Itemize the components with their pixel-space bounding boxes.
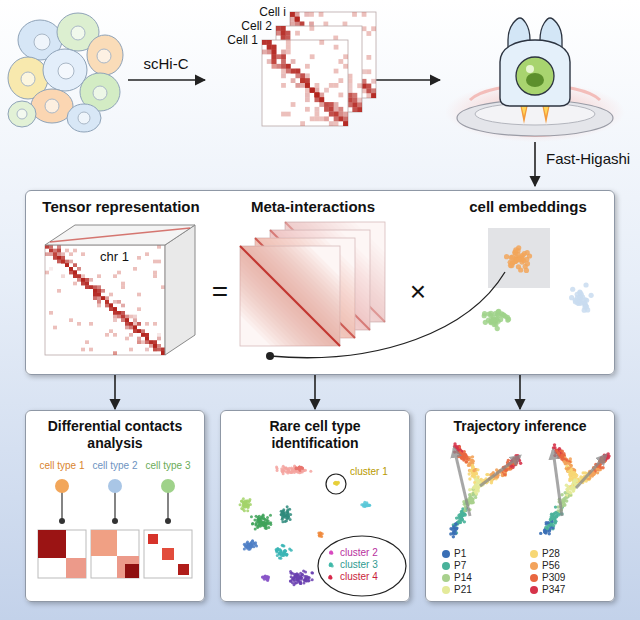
legend-text: P56	[542, 560, 560, 571]
box-title: Rare cell type identification	[221, 411, 409, 452]
legend-swatch	[530, 574, 538, 582]
annotation-label: cluster 3	[340, 559, 378, 571]
legend-swatch	[442, 574, 450, 582]
annotation-label: cluster 4	[340, 571, 378, 583]
panel-heading: Tensor representation	[42, 198, 199, 216]
legend-entry: P14	[442, 572, 472, 584]
legend-swatch	[442, 562, 450, 570]
model-panel: Tensor representation Meta-interactions ce…	[25, 190, 615, 375]
legend-text: P347	[542, 584, 565, 595]
flow-arrow	[114, 375, 116, 409]
panel-heading: Meta-interactions	[251, 198, 375, 216]
box-title: Trajectory inference	[426, 411, 614, 435]
legend-entry: P28	[530, 548, 560, 560]
annotation-label: cell type 3	[145, 460, 190, 472]
legend-text: P14	[454, 572, 472, 583]
math-symbol: chr 1	[98, 250, 131, 265]
legend-swatch	[530, 562, 538, 570]
flow-label: scHi-C	[144, 55, 189, 72]
application-box: Trajectory inference	[425, 410, 615, 602]
flow-label: Fast-Higashi	[546, 150, 630, 167]
annotation-label: cell type 1	[39, 460, 84, 472]
legend-entry: P347	[530, 584, 565, 596]
legend-swatch	[530, 550, 538, 558]
application-box: Differential contacts analysis	[25, 410, 205, 602]
legend-entry: P56	[530, 560, 560, 572]
annotation-label: cluster 2	[340, 547, 378, 559]
legend-swatch	[442, 586, 450, 594]
math-symbol: ×	[410, 276, 426, 308]
legend-text: P309	[542, 572, 565, 583]
legend-entry: P7	[442, 560, 466, 572]
legend-entry: P21	[442, 584, 472, 596]
annotation-label: cluster 1	[350, 466, 388, 478]
math-symbol: =	[212, 276, 228, 308]
legend-entry: P309	[530, 572, 565, 584]
legend-text: P7	[454, 560, 466, 571]
flow-label: Cell 1	[227, 34, 258, 48]
box-title: Differential contacts analysis	[26, 411, 204, 452]
legend-swatch	[442, 550, 450, 558]
flow-label: Cell 2	[241, 20, 272, 34]
legend-entry: P1	[442, 548, 466, 560]
flow-arrow	[519, 375, 521, 409]
legend-text: P28	[542, 548, 560, 559]
panel-heading: cell embeddings	[469, 198, 587, 216]
flow-label: Cell i	[259, 6, 286, 20]
flow-arrow	[314, 375, 316, 409]
legend-text: P1	[454, 548, 466, 559]
application-box: Rare cell type identification	[220, 410, 410, 602]
legend-text: P21	[454, 584, 472, 595]
annotation-label: cell type 2	[92, 460, 137, 472]
legend-swatch	[530, 586, 538, 594]
